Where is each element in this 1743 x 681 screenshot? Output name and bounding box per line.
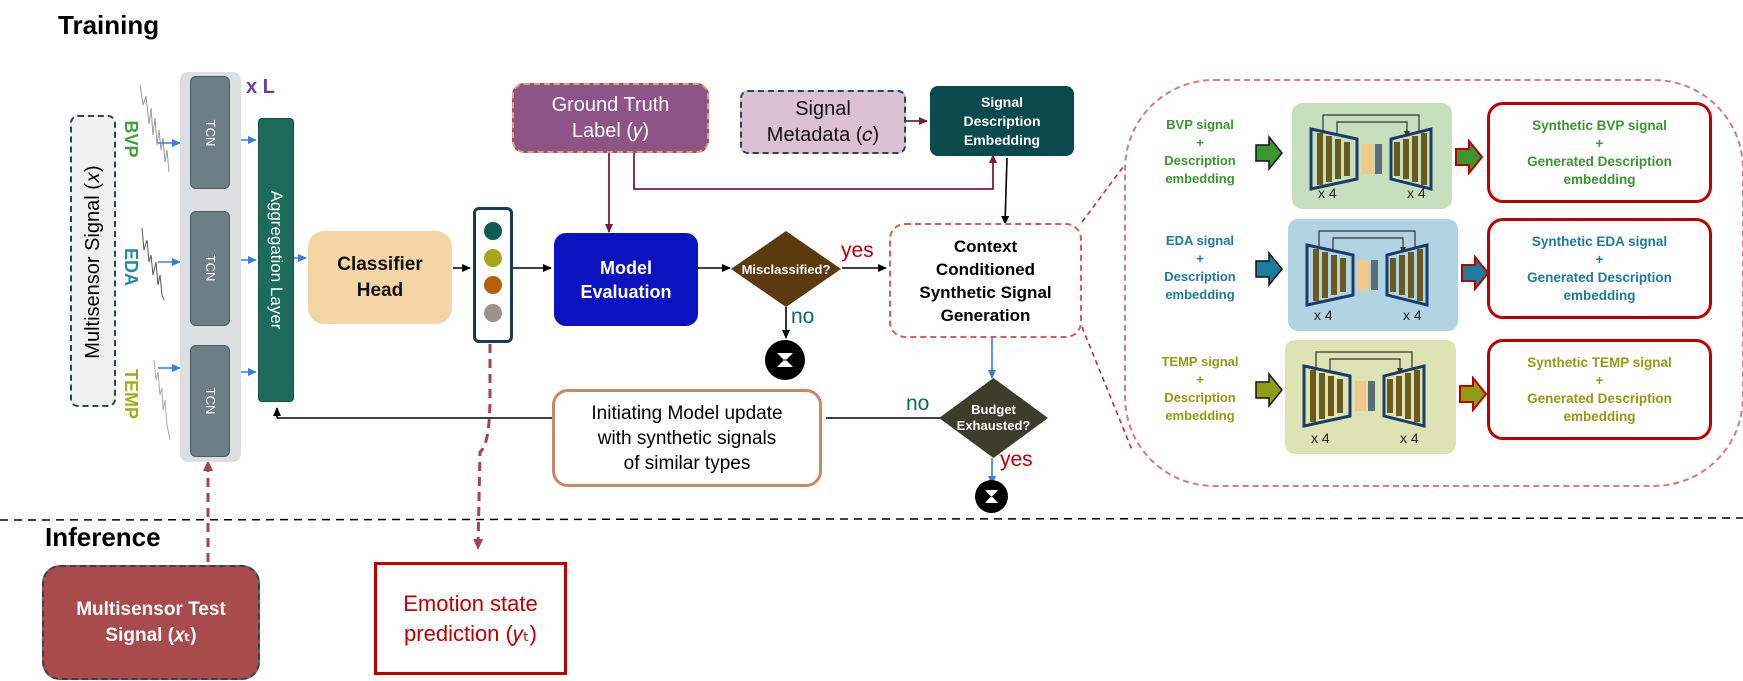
training-title: Training	[58, 10, 160, 40]
generator-input-label: BVP signal + Description embedding	[1164, 117, 1236, 186]
tcn-label-2: TCN	[203, 254, 218, 282]
end-terminator-2	[975, 480, 1008, 513]
end-terminator-1	[765, 340, 805, 380]
generator-output-box: Synthetic EDA signal + Generated Descrip…	[1487, 218, 1712, 319]
output-dot-1	[484, 222, 502, 240]
ground-truth-label: Ground Truth Label (𝑦)	[512, 83, 709, 153]
generator-repeat-left: x 4	[1318, 185, 1337, 201]
multisensor-input-box	[70, 115, 116, 407]
aggregation-layer-label: Aggregation Layer	[267, 190, 286, 330]
tcn-label-1: TCN	[203, 119, 218, 147]
generator-output-arrow	[1455, 139, 1484, 175]
misclassified-no: no	[791, 305, 815, 328]
generator-input-arrow	[1255, 372, 1283, 408]
budget-yes: yes	[1000, 448, 1033, 471]
signal-name-bvp: BVP	[121, 120, 141, 158]
synthetic-signal-generation: Context Conditioned Synthetic Signal Gen…	[889, 223, 1082, 338]
tcn-label-3: TCN	[203, 387, 218, 415]
encoder-decoder-icon	[1302, 351, 1426, 428]
emotion-state-prediction: Emotion state prediction (𝑦ₜ)	[374, 562, 567, 675]
budget-label: Budget Exhausted?	[956, 402, 1031, 433]
encoder-decoder-icon	[1309, 114, 1433, 191]
encoder-decoder-icon	[1305, 230, 1429, 307]
budget-no: no	[906, 392, 930, 415]
generator-input-label: TEMP signal + Description embedding	[1161, 354, 1239, 423]
output-dot-4	[484, 304, 502, 322]
bvp-waveform	[139, 84, 170, 173]
signal-name-eda: EDA	[121, 247, 141, 286]
misclassified-yes: yes	[841, 239, 874, 262]
generator-input-arrow	[1255, 135, 1283, 171]
inference-title: Inference	[45, 522, 161, 552]
aggregation-layer-box	[258, 118, 294, 402]
generator-repeat-right: x 4	[1400, 430, 1419, 446]
generator-input-label: EDA signal + Description embedding	[1164, 233, 1236, 302]
section-divider	[0, 517, 1743, 521]
generator-output-arrow	[1461, 255, 1490, 291]
generator-repeat-right: x 4	[1403, 307, 1422, 323]
output-dot-3	[484, 276, 502, 294]
generator-repeat-right: x 4	[1407, 185, 1426, 201]
generator-output-box: Synthetic BVP signal + Generated Descrip…	[1487, 102, 1712, 203]
temp-waveform	[153, 359, 171, 441]
generator-repeat-left: x 4	[1314, 307, 1333, 323]
output-dot-2	[484, 249, 502, 267]
model-update: Initiating Model update with synthetic s…	[552, 389, 822, 487]
layer-repeat-label: x L	[246, 76, 275, 98]
tcn-block-3	[190, 345, 230, 457]
multisensor-input-label: Multisensor Signal (𝑥)	[82, 165, 104, 359]
classifier-head: Classifier Head	[308, 231, 452, 324]
eda-waveform	[141, 227, 165, 301]
tcn-block-2	[190, 211, 230, 326]
signal-description-embedding: Signal Description Embedding	[930, 86, 1074, 156]
generator-repeat-left: x 4	[1311, 430, 1330, 446]
model-evaluation: Model Evaluation	[554, 233, 698, 326]
generator-input-arrow	[1255, 251, 1283, 287]
tcn-block-1	[190, 76, 230, 189]
multisensor-test-signal: Multisensor Test Signal (𝑥ₜ)	[42, 565, 260, 680]
generator-output-box: Synthetic TEMP signal + Generated Descri…	[1487, 339, 1712, 440]
signal-name-temp: TEMP	[121, 368, 141, 419]
signal-metadata: Signal Metadata (𝑐)	[740, 90, 906, 154]
generator-output-arrow	[1459, 376, 1488, 412]
misclassified-label: Misclassified?	[741, 261, 831, 277]
